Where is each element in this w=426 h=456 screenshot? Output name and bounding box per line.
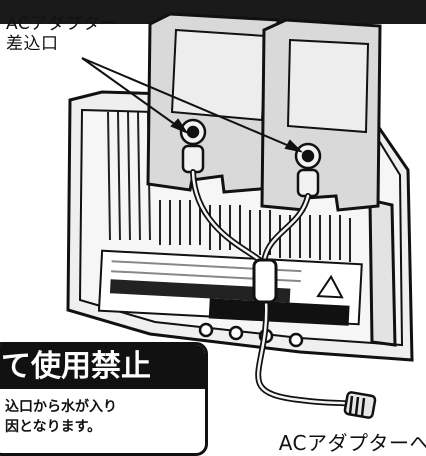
to-ac-adapter-caption: ACアダプターへ	[278, 431, 426, 455]
cable-plug	[343, 391, 377, 419]
warning-title: て使用禁止	[0, 345, 205, 389]
ac-inlet-label-line2: 差込口	[6, 34, 59, 54]
warning-text: 込口から水が入り 因となります。	[0, 389, 205, 437]
screw-holes	[198, 322, 304, 348]
ac-inlet-label-line1: ACアダプター	[6, 14, 118, 34]
caution-sticker	[97, 249, 363, 326]
ac-inlet-label: ACアダプター 差込口	[6, 14, 118, 54]
inlet-connector-left	[179, 118, 207, 174]
mounting-bracket	[368, 198, 397, 347]
adapter-cables-inner	[191, 170, 354, 406]
warning-line2: 因となります。	[5, 419, 102, 435]
warning-line1: 込口から水が入り	[5, 399, 117, 415]
usage-warning-box: て使用禁止 込口から水が入り 因となります。	[0, 342, 208, 456]
adapter-box-right	[260, 18, 382, 212]
adapter-box-left	[146, 12, 280, 194]
cable-junction	[252, 258, 278, 304]
inlet-connector-right	[294, 142, 322, 198]
inlet-leader-arrows	[81, 57, 304, 153]
